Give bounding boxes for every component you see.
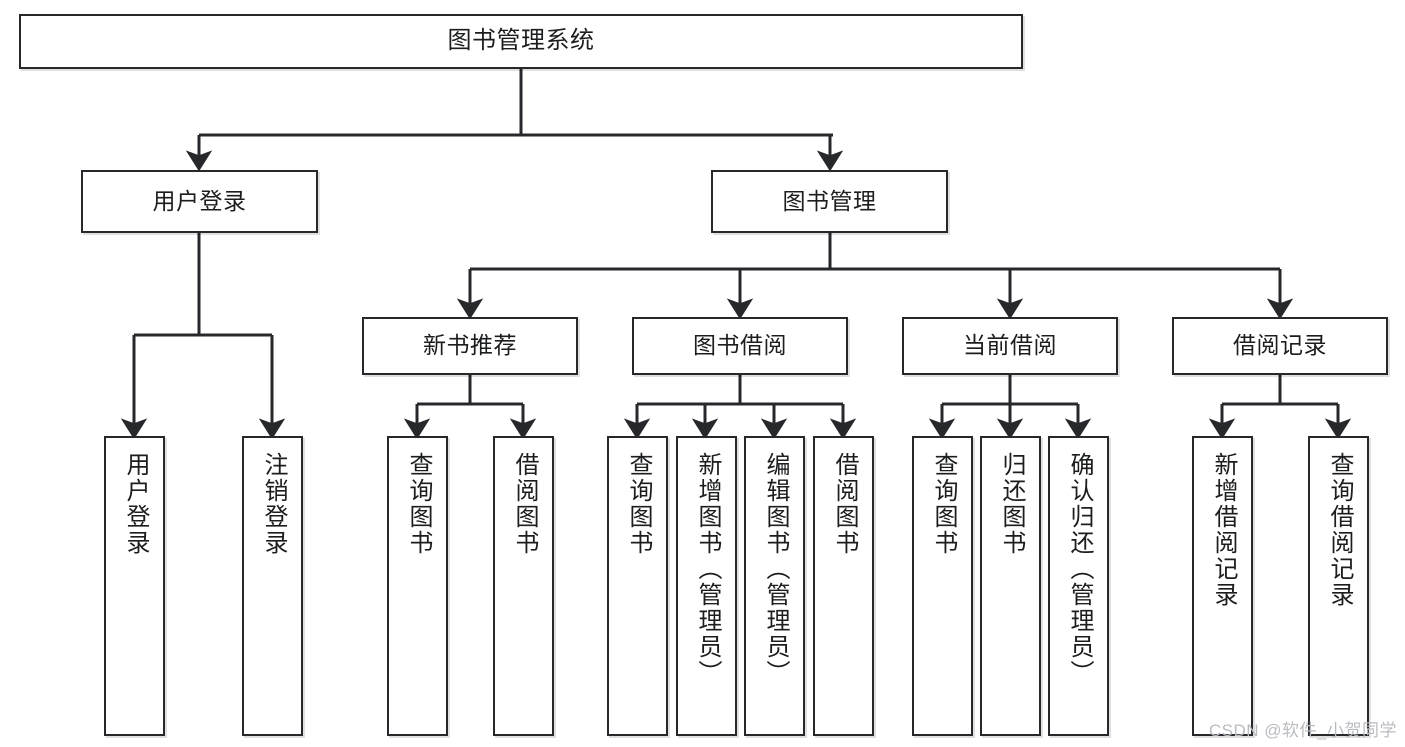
leaf-book-borrow-edit[interactable]: 编辑图书（管理员） (744, 436, 805, 736)
node-label: 新增图书（管理员） (693, 452, 721, 686)
node-user-login[interactable]: 用户登录 (81, 170, 318, 233)
leaf-book-borrow-query[interactable]: 查询图书 (607, 436, 668, 736)
leaf-current-borrow-return[interactable]: 归还图书 (980, 436, 1041, 736)
node-label: 图书管理 (782, 187, 877, 214)
node-label: 新增借阅记录 (1209, 452, 1237, 608)
leaf-borrow-record-query[interactable]: 查询借阅记录 (1308, 436, 1369, 736)
node-label: 借阅图书 (510, 452, 538, 556)
node-book-management[interactable]: 图书管理 (711, 170, 948, 233)
node-current-borrow[interactable]: 当前借阅 (902, 317, 1118, 375)
node-label: 用户登录 (152, 187, 247, 214)
node-root-system[interactable]: 图书管理系统 (19, 14, 1023, 69)
node-label: 归还图书 (997, 452, 1025, 556)
leaf-current-borrow-query[interactable]: 查询图书 (912, 436, 973, 736)
node-new-book-recommend[interactable]: 新书推荐 (362, 317, 578, 375)
node-label: 当前借阅 (963, 332, 1057, 359)
node-borrow-record[interactable]: 借阅记录 (1172, 317, 1388, 375)
node-label: 查询图书 (404, 452, 432, 556)
leaf-book-borrow-add[interactable]: 新增图书（管理员） (676, 436, 737, 736)
leaf-user-login-login[interactable]: 用户登录 (104, 436, 165, 736)
leaf-book-borrow-borrow[interactable]: 借阅图书 (813, 436, 874, 736)
node-label: 图书管理系统 (447, 27, 595, 55)
node-label: 借阅记录 (1233, 332, 1327, 359)
node-label: 确认归还（管理员） (1065, 452, 1093, 686)
leaf-new-book-query[interactable]: 查询图书 (387, 436, 448, 736)
leaf-user-login-logout[interactable]: 注销登录 (242, 436, 303, 736)
leaf-borrow-record-add[interactable]: 新增借阅记录 (1192, 436, 1253, 736)
node-label: 借阅图书 (830, 452, 858, 556)
node-label: 新书推荐 (423, 332, 517, 359)
node-label: 用户登录 (121, 452, 149, 556)
node-book-borrow[interactable]: 图书借阅 (632, 317, 848, 375)
leaf-current-borrow-confirm-return[interactable]: 确认归还（管理员） (1048, 436, 1109, 736)
node-label: 查询图书 (624, 452, 652, 556)
node-label: 注销登录 (259, 452, 287, 556)
leaf-new-book-borrow[interactable]: 借阅图书 (493, 436, 554, 736)
node-label: 编辑图书（管理员） (761, 452, 789, 686)
node-label: 图书借阅 (693, 332, 787, 359)
node-label: 查询图书 (929, 452, 957, 556)
node-label: 查询借阅记录 (1325, 452, 1353, 608)
